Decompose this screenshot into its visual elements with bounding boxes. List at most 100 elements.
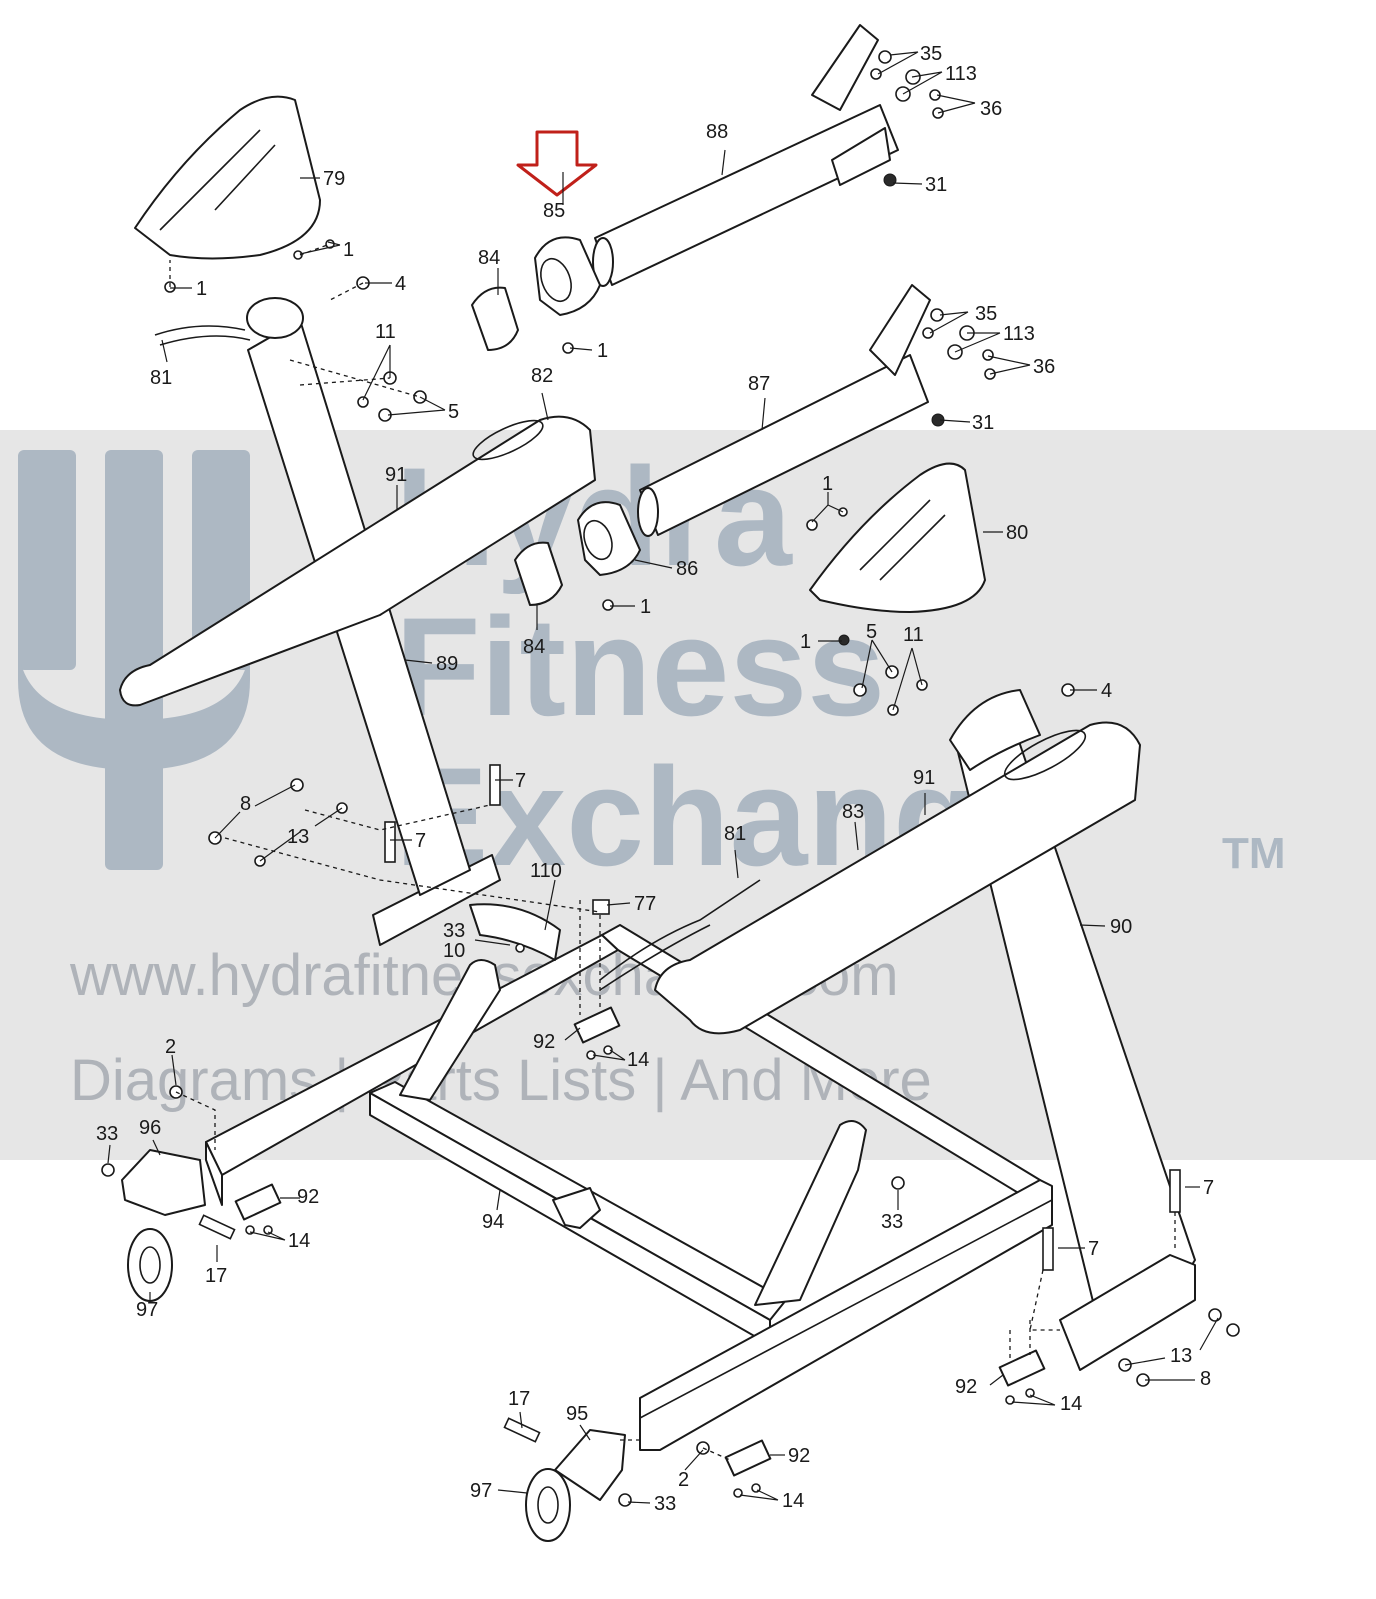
- callout-7: 7: [515, 770, 526, 792]
- callout-13: 13: [287, 826, 309, 848]
- callout-1: 1: [640, 596, 651, 618]
- callout-31: 31: [972, 412, 994, 434]
- callout-113: 113: [945, 63, 977, 85]
- end-cap-85: [534, 236, 601, 316]
- callout-11: 11: [903, 624, 924, 646]
- base-right-upright: [754, 1120, 867, 1306]
- callout-33: 33: [96, 1123, 118, 1145]
- handlebar-88-end: [592, 237, 614, 287]
- shroud-79: [134, 95, 321, 260]
- handlebar-88-lower-bracket: [831, 127, 891, 186]
- watermark: Hydra Fitness Exchange TM www.hydrafitne…: [0, 430, 1376, 1160]
- callout-83: 83: [842, 801, 864, 823]
- callout-33: 33: [881, 1211, 903, 1233]
- handlebar-88: [594, 104, 899, 286]
- callout-81: 81: [150, 367, 172, 389]
- callout-33: 33: [654, 1493, 676, 1515]
- base-left-rail-end: [205, 1141, 223, 1206]
- callout-1: 1: [196, 278, 207, 300]
- watermark-line2: Fitness: [395, 588, 885, 745]
- highlight-arrow-icon: [516, 130, 598, 197]
- callout-35: 35: [920, 43, 942, 65]
- arm-83-mount: [949, 689, 1041, 771]
- wire-harnesses: [154, 325, 761, 991]
- callout-91: 91: [385, 464, 407, 486]
- foot-92-a: [234, 1183, 282, 1221]
- leader-lines: [107, 51, 1219, 1504]
- handlebars: [119, 24, 1141, 1035]
- arm-cover-83: [654, 721, 1141, 1035]
- callout-92: 92: [788, 1445, 810, 1467]
- handlebar-87-top-bracket: [869, 284, 931, 376]
- insert-84-bottom: [514, 541, 563, 606]
- insert-84-top: [471, 286, 519, 351]
- wheels-and-feet: [121, 899, 1046, 1542]
- callout-110: 110: [530, 860, 562, 882]
- callout-81: 81: [724, 823, 746, 845]
- callout-1: 1: [343, 239, 354, 261]
- foot-92-d: [724, 1439, 772, 1477]
- wheel-bracket-96: [121, 1149, 206, 1216]
- callout-89: 89: [436, 653, 458, 675]
- callout-97: 97: [470, 1480, 492, 1502]
- shrouds: [134, 95, 986, 613]
- callout-35: 35: [975, 303, 997, 325]
- callout-2: 2: [678, 1469, 689, 1491]
- callout-77: 77: [634, 893, 656, 915]
- callout-4: 4: [1101, 680, 1112, 702]
- callout-11: 11: [375, 321, 396, 343]
- callout-95: 95: [566, 1403, 588, 1425]
- callout-2: 2: [165, 1036, 176, 1058]
- end-caps: [471, 236, 641, 606]
- callout-17: 17: [205, 1265, 227, 1287]
- callout-13: 13: [1170, 1345, 1192, 1367]
- hardware: [101, 50, 1240, 1507]
- callout-91: 91: [913, 767, 935, 789]
- base-left-upright: [399, 959, 501, 1101]
- callout-7: 7: [415, 830, 426, 852]
- callout-88: 88: [706, 121, 728, 143]
- callout-4: 4: [395, 273, 406, 295]
- bracket-110: [469, 903, 561, 961]
- callout-36: 36: [980, 98, 1002, 120]
- callout-31: 31: [925, 174, 947, 196]
- callout-80: 80: [1006, 522, 1028, 544]
- hydra-logo-icon: [18, 450, 250, 870]
- wire-81-bottom: [599, 879, 761, 991]
- wire-81-top: [154, 325, 251, 346]
- callout-10: 10: [443, 940, 465, 962]
- callout-92: 92: [955, 1376, 977, 1398]
- callout-92: 92: [297, 1186, 319, 1208]
- callout-14: 14: [288, 1230, 310, 1252]
- bar-94-bracket: [552, 1187, 601, 1229]
- callout-90: 90: [1110, 916, 1132, 938]
- callout-92: 92: [533, 1031, 555, 1053]
- callout-86: 86: [676, 558, 698, 580]
- callout-8: 8: [1200, 1368, 1211, 1390]
- callout-1: 1: [822, 473, 833, 495]
- callout-36: 36: [1033, 356, 1055, 378]
- arm-83-opening: [1003, 729, 1087, 781]
- callout-33: 33: [443, 920, 465, 942]
- watermark-tagline: Diagrams | Parts Lists | And More: [70, 1048, 932, 1113]
- watermark-trademark: TM: [1222, 829, 1286, 878]
- callout-14: 14: [627, 1049, 649, 1071]
- foot-92-c: [998, 1349, 1046, 1387]
- arm-cover-82: [119, 415, 596, 707]
- wheel-97-left: [127, 1228, 173, 1302]
- shroud-80: [809, 462, 986, 613]
- callout-82: 82: [531, 365, 553, 387]
- callout-17: 17: [508, 1388, 530, 1410]
- handlebar-88-top-bracket: [811, 24, 879, 111]
- callout-7: 7: [1088, 1238, 1099, 1260]
- callout-94: 94: [482, 1211, 504, 1233]
- callout-1: 1: [800, 631, 811, 653]
- base-front-crossbar: [639, 1179, 1053, 1451]
- wheel-97-right: [525, 1468, 571, 1542]
- arm-82-opening: [472, 419, 544, 461]
- upright-90-foot: [1059, 1254, 1196, 1371]
- callout-85: 85: [543, 200, 565, 222]
- callout-8: 8: [240, 793, 251, 815]
- callout-84: 84: [478, 247, 500, 269]
